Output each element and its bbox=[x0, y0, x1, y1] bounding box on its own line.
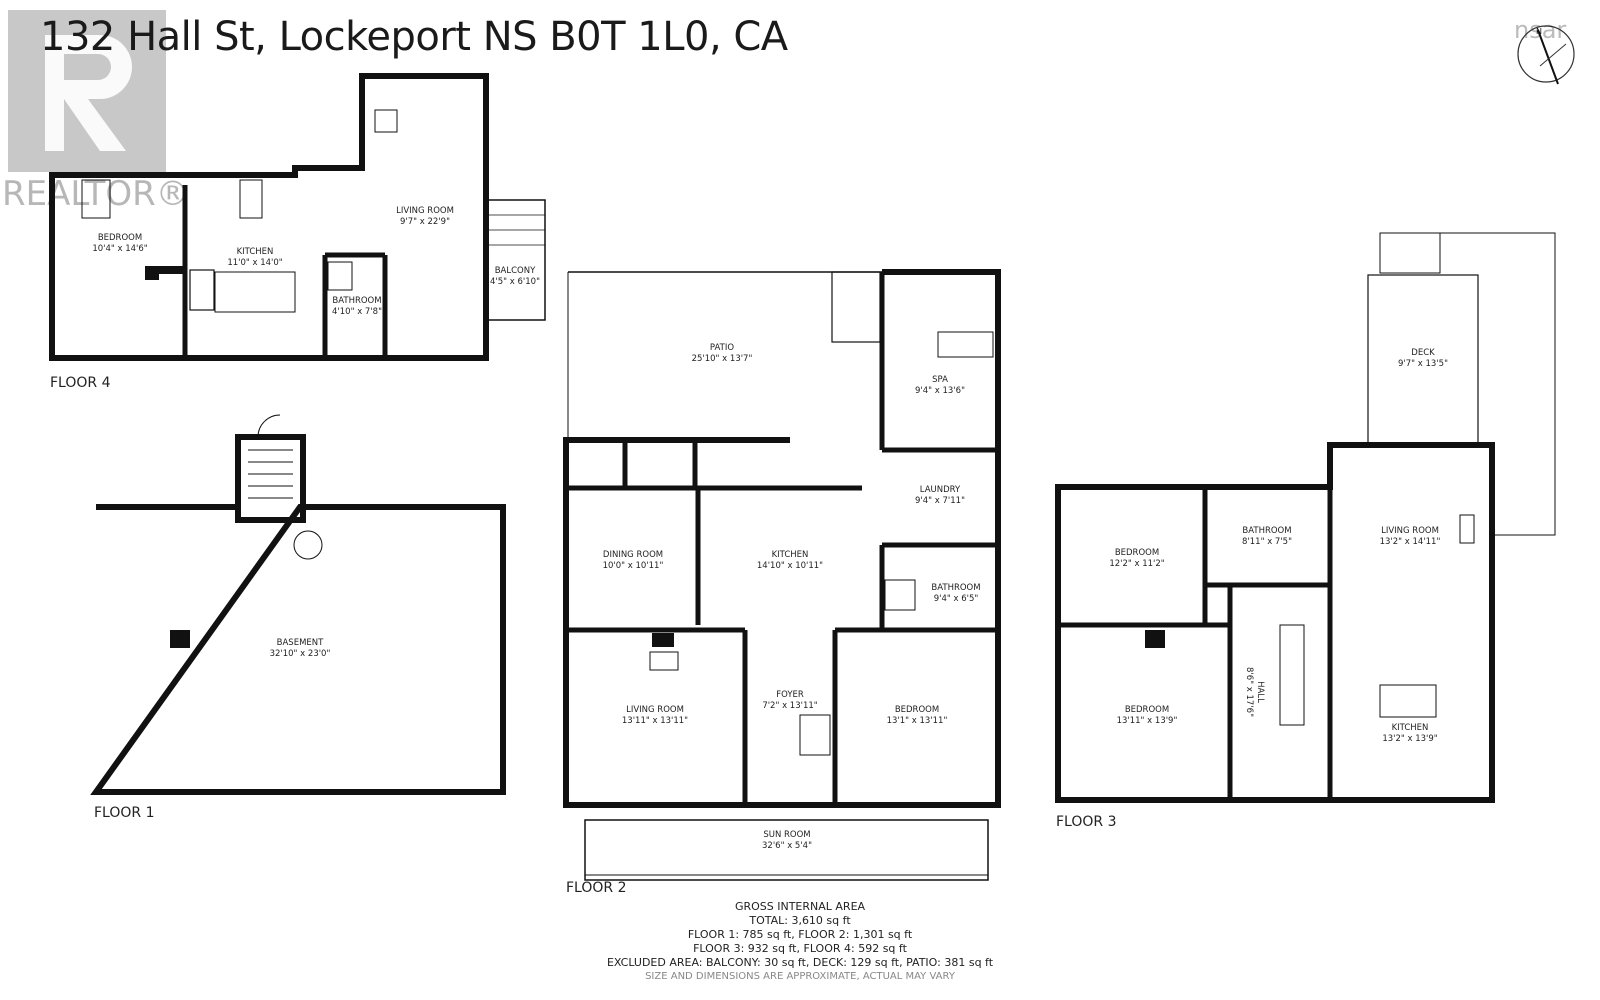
room-name: LIVING ROOM bbox=[1381, 526, 1439, 536]
room-name: FOYER bbox=[776, 690, 804, 700]
listing-address-title: 132 Hall St, Lockeport NS B0T 1L0, CA bbox=[40, 14, 788, 60]
room-dims: 14'10" x 10'11" bbox=[757, 561, 823, 571]
room-name: HALL bbox=[1255, 681, 1265, 703]
floor1-walls bbox=[90, 414, 506, 795]
room-name: BEDROOM bbox=[1115, 548, 1159, 558]
room-dims: 13'11" x 13'9" bbox=[1117, 716, 1178, 726]
room-dims: 9'4" x 7'11" bbox=[915, 496, 965, 506]
room-name: BATHROOM bbox=[931, 583, 980, 593]
room-name: DINING ROOM bbox=[603, 550, 663, 560]
room-dims: 7'2" x 13'11" bbox=[762, 701, 817, 711]
room-dims: 10'4" x 14'6" bbox=[92, 244, 147, 254]
floor4-walls bbox=[49, 73, 546, 361]
room-dims: 9'7" x 13'5" bbox=[1398, 359, 1448, 369]
room-dims: 13'1" x 13'11" bbox=[887, 716, 948, 726]
room-name: LIVING ROOM bbox=[626, 705, 684, 715]
room-name: BATHROOM bbox=[1242, 526, 1291, 536]
room-name: BASEMENT bbox=[277, 638, 324, 648]
room-dims: 8'6" x 17'6" bbox=[1244, 667, 1254, 717]
room-dims: 8'11" x 7'5" bbox=[1242, 537, 1292, 547]
room-name: SPA bbox=[932, 375, 948, 385]
room-name: BALCONY bbox=[495, 266, 536, 276]
gia-floors-3-4: FLOOR 3: 932 sq ft, FLOOR 4: 592 sq ft bbox=[693, 942, 907, 955]
chimney-block bbox=[170, 630, 190, 648]
gia-floors-1-2: FLOOR 1: 785 sq ft, FLOOR 2: 1,301 sq ft bbox=[687, 928, 913, 941]
room-name: BATHROOM bbox=[332, 296, 381, 306]
room-name: KITCHEN bbox=[237, 247, 274, 257]
room-dims: 9'4" x 6'5" bbox=[934, 594, 979, 604]
room-dims: 13'2" x 13'9" bbox=[1382, 734, 1437, 744]
floor4-label: FLOOR 4 bbox=[50, 375, 111, 391]
room-dims: 25'10" x 13'7" bbox=[692, 354, 753, 364]
floor2-label: FLOOR 2 bbox=[566, 880, 627, 896]
room-name: SUN ROOM bbox=[763, 830, 810, 840]
room-name: BEDROOM bbox=[895, 705, 939, 715]
room-dims: 32'6" x 5'4" bbox=[762, 841, 812, 851]
room-dims: 32'10" x 23'0" bbox=[270, 649, 331, 659]
realtor-logo: REALTOR® bbox=[2, 10, 190, 214]
room-name: PATIO bbox=[710, 343, 734, 353]
room-dims: 4'5" x 6'10" bbox=[490, 277, 540, 287]
room-dims: 9'4" x 13'6" bbox=[915, 386, 965, 396]
gross-internal-area: GROSS INTERNAL AREA TOTAL: 3,610 sq ft F… bbox=[600, 900, 1000, 984]
nsar-compass-logo: nsar N bbox=[1514, 16, 1575, 85]
room-name: BEDROOM bbox=[1125, 705, 1169, 715]
room-name: BEDROOM bbox=[98, 233, 142, 243]
room-dims: 10'0" x 10'11" bbox=[603, 561, 664, 571]
fireplace-block bbox=[652, 633, 674, 647]
room-dims: 13'11" x 13'11" bbox=[622, 716, 688, 726]
gia-total: TOTAL: 3,610 sq ft bbox=[749, 914, 851, 927]
room-name: LIVING ROOM bbox=[396, 206, 454, 216]
floor3-walls bbox=[1055, 232, 1556, 803]
room-name: DECK bbox=[1411, 348, 1435, 358]
room-dims: 9'7" x 22'9" bbox=[400, 217, 450, 227]
gia-heading: GROSS INTERNAL AREA bbox=[734, 900, 866, 913]
chimney-block-floor3 bbox=[1145, 630, 1165, 648]
room-name: KITCHEN bbox=[1392, 723, 1429, 733]
svg-text:REALTOR®: REALTOR® bbox=[2, 174, 190, 214]
floor3-label: FLOOR 3 bbox=[1056, 814, 1117, 830]
room-dims: 12'2" x 11'2" bbox=[1109, 559, 1164, 569]
room-name: LAUNDRY bbox=[920, 485, 961, 495]
floor1-label: FLOOR 1 bbox=[94, 805, 155, 821]
gia-excluded: EXCLUDED AREA: BALCONY: 30 sq ft, DECK: … bbox=[606, 956, 994, 969]
gia-disclaimer: SIZE AND DIMENSIONS ARE APPROXIMATE, ACT… bbox=[645, 971, 955, 982]
svg-text:N: N bbox=[1536, 27, 1542, 36]
room-name: 11'0" x 14'0" bbox=[227, 258, 282, 268]
room-dims: 13'2" x 14'11" bbox=[1380, 537, 1441, 547]
room-dims: 4'10" x 7'8" bbox=[332, 307, 382, 317]
room-name: KITCHEN bbox=[772, 550, 809, 560]
floor2-walls bbox=[563, 269, 1001, 881]
